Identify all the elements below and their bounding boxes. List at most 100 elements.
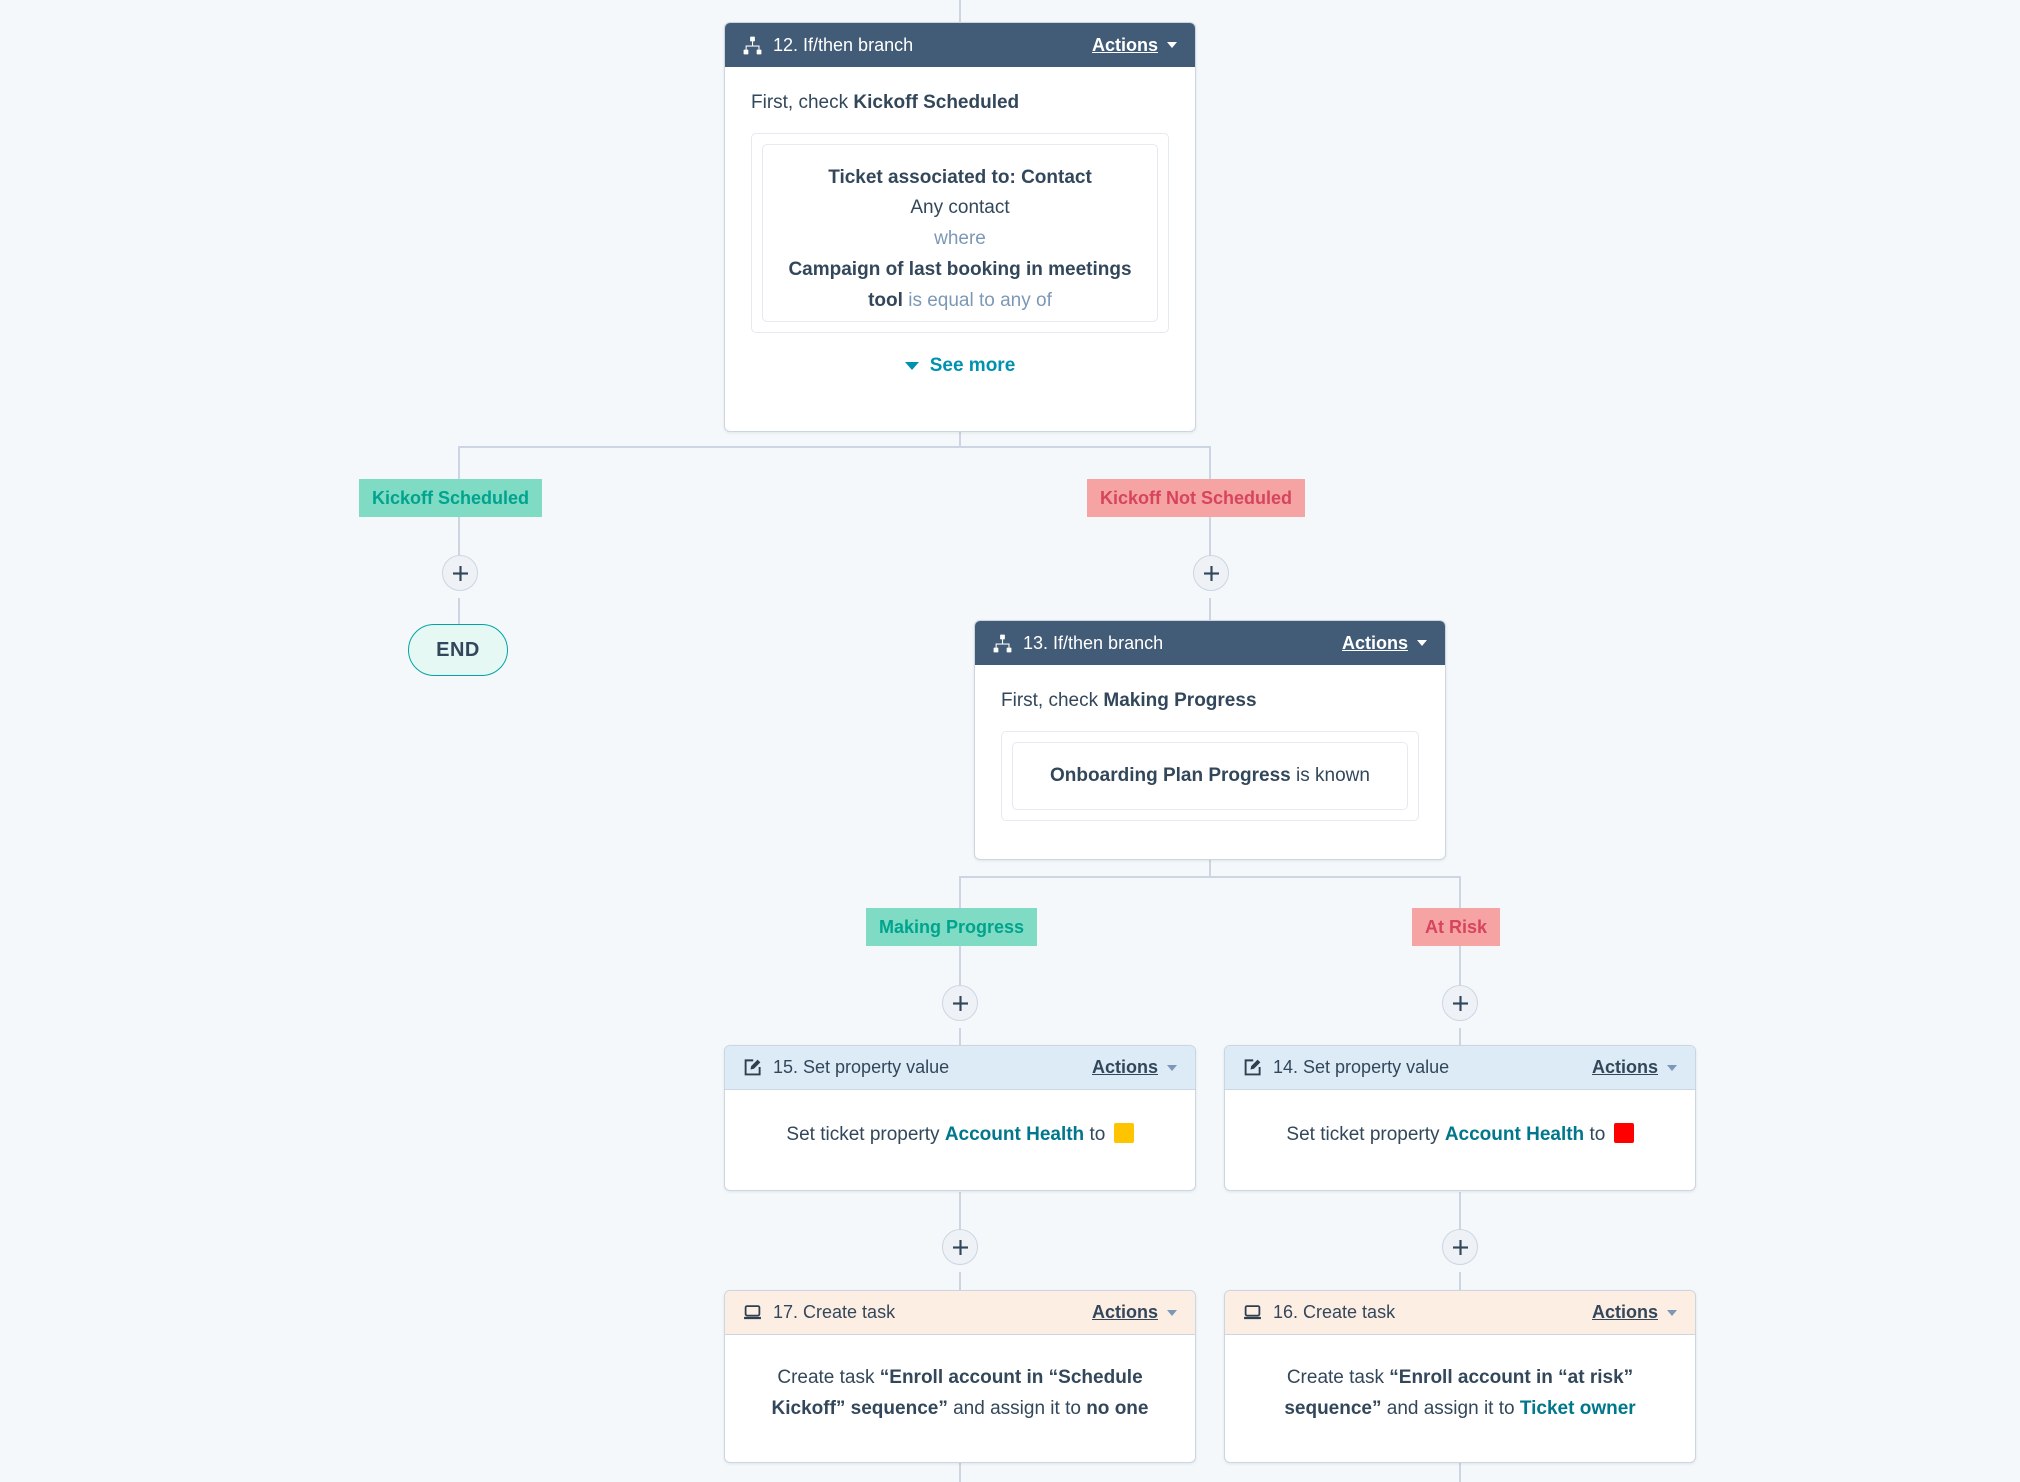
- set-property-statement: Set ticket property Account Health to: [1251, 1120, 1669, 1151]
- actions-menu-step-16[interactable]: Actions: [1592, 1302, 1677, 1323]
- plus-icon: [1203, 565, 1219, 581]
- see-more-button[interactable]: See more: [751, 355, 1169, 377]
- actions-menu-step-15[interactable]: Actions: [1092, 1057, 1177, 1078]
- filter-property-name: Onboarding Plan Progress: [1050, 764, 1291, 786]
- actions-label: Actions: [1591, 1057, 1658, 1077]
- red-square-swatch: [1613, 1123, 1634, 1143]
- task-icon: [1243, 1303, 1262, 1322]
- branch-label-at-risk[interactable]: At Risk: [1412, 908, 1501, 946]
- statement-mid: and assign it to: [1381, 1397, 1520, 1419]
- connector-split-bar: [459, 446, 1211, 448]
- add-action-button[interactable]: [1442, 985, 1478, 1021]
- first-check-text: First, check Making Progress: [1001, 687, 1419, 715]
- workflow-card-step-17[interactable]: 17. Create task Actions Create task “Enr…: [724, 1290, 1196, 1463]
- filter-criteria: Onboarding Plan Progress is known: [1012, 741, 1408, 811]
- statement-prefix: Create task: [777, 1367, 880, 1388]
- branch-label-making-progress[interactable]: Making Progress: [866, 908, 1038, 946]
- chevron-down-icon: [1167, 42, 1177, 48]
- card-body: First, check Making Progress Onboarding …: [975, 665, 1445, 847]
- card-body: First, check Kickoff Scheduled Ticket as…: [725, 67, 1195, 403]
- workflow-card-step-13[interactable]: 13. If/then branch Actions First, check …: [974, 620, 1446, 860]
- connector-line: [959, 0, 961, 22]
- plus-icon: [952, 1239, 968, 1255]
- yellow-square-swatch: [1113, 1123, 1134, 1143]
- statement-prefix: Set ticket property: [1286, 1124, 1445, 1145]
- edit-square-icon: [1243, 1058, 1262, 1077]
- actions-label: Actions: [1091, 1302, 1158, 1322]
- card-body: Create task “Enroll account in “at risk”…: [1225, 1335, 1695, 1453]
- branch-label-text: Making Progress: [879, 916, 1025, 937]
- filter-line-association: Ticket associated to: Contact: [828, 166, 1092, 188]
- card-body: Set ticket property Account Health to: [1225, 1090, 1695, 1181]
- card-header: 14. Set property value Actions: [1225, 1046, 1695, 1090]
- connector-line: [1459, 1463, 1461, 1482]
- card-title: 16. Create task: [1273, 1302, 1396, 1322]
- task-name: “Enroll account in “at risk” sequence”: [1284, 1367, 1634, 1419]
- actions-label: Actions: [1091, 34, 1158, 55]
- end-node[interactable]: END: [408, 624, 508, 676]
- add-action-button[interactable]: [1442, 1229, 1478, 1265]
- branch-label-kickoff-not-scheduled[interactable]: Kickoff Not Scheduled: [1087, 479, 1306, 517]
- actions-label: Actions: [1091, 1057, 1158, 1077]
- plus-icon: [952, 995, 968, 1011]
- actions-label: Actions: [1341, 632, 1408, 653]
- branch-label-text: At Risk: [1425, 916, 1488, 937]
- actions-menu-step-13[interactable]: Actions: [1342, 633, 1427, 654]
- chevron-down-icon: [1667, 1064, 1677, 1071]
- property-name-link[interactable]: Account Health: [1444, 1124, 1585, 1145]
- card-header: 16. Create task Actions: [1225, 1291, 1695, 1335]
- filter-criteria: Ticket associated to: Contact Any contac…: [762, 143, 1158, 322]
- add-action-button[interactable]: [942, 985, 978, 1021]
- edit-square-icon: [743, 1058, 762, 1077]
- statement-prefix: Create task: [1286, 1367, 1390, 1388]
- workflow-card-step-16[interactable]: 16. Create task Actions Create task “Enr…: [1224, 1290, 1696, 1463]
- add-action-button[interactable]: [942, 1229, 978, 1265]
- branch-label-kickoff-scheduled[interactable]: Kickoff Scheduled: [359, 479, 543, 517]
- actions-menu-step-12[interactable]: Actions: [1092, 35, 1177, 56]
- sitemap-icon: [993, 634, 1012, 653]
- set-property-statement: Set ticket property Account Health to: [751, 1120, 1169, 1151]
- first-check-branch-name: Kickoff Scheduled: [853, 92, 1020, 113]
- chevron-down-icon: [1667, 1309, 1677, 1316]
- workflow-card-step-14[interactable]: 14. Set property value Actions Set ticke…: [1224, 1045, 1696, 1191]
- task-assignee-link[interactable]: Ticket owner: [1519, 1397, 1636, 1419]
- connector-split-bar: [959, 876, 1461, 878]
- connector-line: [1459, 1192, 1461, 1247]
- filter-operator: is equal to any of: [902, 289, 1052, 311]
- create-task-statement: Create task “Enroll account in “at risk”…: [1259, 1363, 1661, 1425]
- card-header: 17. Create task Actions: [725, 1291, 1195, 1335]
- filter-line-object: Any contact: [910, 197, 1010, 219]
- statement-mid: to: [1584, 1124, 1611, 1145]
- filter-group: Ticket associated to: Contact Any contac…: [751, 132, 1169, 333]
- actions-menu-step-17[interactable]: Actions: [1092, 1302, 1177, 1323]
- task-name: “Enroll account in “Schedule Kickoff” se…: [771, 1367, 1143, 1419]
- sitemap-icon: [743, 36, 762, 55]
- card-title: 14. Set property value: [1273, 1057, 1450, 1077]
- first-check-prefix: First, check: [1001, 690, 1104, 711]
- see-more-label: See more: [929, 354, 1016, 376]
- filter-group: Onboarding Plan Progress is known: [1001, 730, 1419, 822]
- connector-line: [1209, 860, 1211, 878]
- card-title: 17. Create task: [773, 1302, 896, 1322]
- add-action-button[interactable]: [1193, 555, 1229, 591]
- add-action-button[interactable]: [442, 555, 478, 591]
- branch-label-text: Kickoff Scheduled: [372, 487, 530, 508]
- chevron-down-icon: [904, 361, 919, 370]
- actions-label: Actions: [1591, 1302, 1658, 1322]
- first-check-prefix: First, check: [751, 92, 854, 113]
- statement-prefix: Set ticket property: [786, 1124, 945, 1145]
- workflow-card-step-15[interactable]: 15. Set property value Actions Set ticke…: [724, 1045, 1196, 1191]
- task-assignee: no one: [1086, 1397, 1149, 1419]
- card-title: 15. Set property value: [773, 1057, 950, 1077]
- card-header: 12. If/then branch Actions: [725, 23, 1195, 67]
- plus-icon: [452, 565, 468, 581]
- actions-menu-step-14[interactable]: Actions: [1592, 1057, 1677, 1078]
- chevron-down-icon: [1417, 640, 1427, 646]
- property-name-link[interactable]: Account Health: [944, 1124, 1085, 1145]
- card-header: 13. If/then branch Actions: [975, 621, 1445, 665]
- card-header: 15. Set property value Actions: [725, 1046, 1195, 1090]
- workflow-card-step-12[interactable]: 12. If/then branch Actions First, check …: [724, 22, 1196, 432]
- card-title: 12. If/then branch: [773, 34, 914, 55]
- statement-mid: and assign it to: [947, 1397, 1087, 1419]
- end-node-label: END: [436, 638, 480, 661]
